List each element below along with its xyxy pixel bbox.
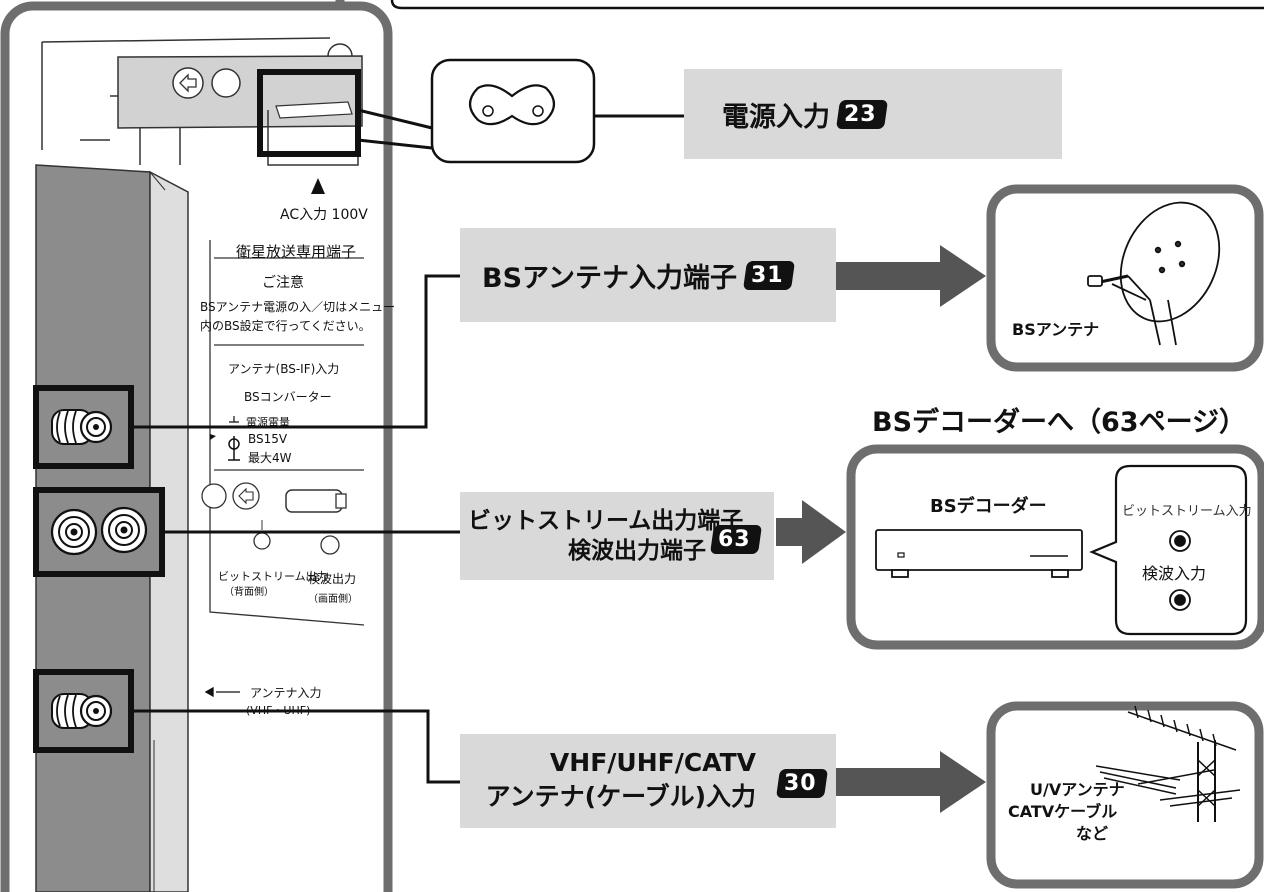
detect-out-label: 検波出力: [308, 572, 357, 586]
bitstream-side-label: （背面側）: [224, 587, 274, 598]
page-badge: 23: [835, 99, 888, 129]
connector-lines: [131, 108, 684, 784]
bitstream-input-label: ビットストリーム入力: [1122, 504, 1252, 519]
caution-title: ご注意: [262, 275, 304, 291]
decoder-heading: BSデコーダーへ（63ページ）: [872, 407, 1247, 438]
detect-input-label: 検波入力: [1142, 564, 1207, 583]
sat-terminal-title: 衛星放送専用端子: [236, 243, 357, 261]
page-badge: 30: [775, 769, 828, 798]
uv-antenna-line1: U/Vアンテナ: [1030, 780, 1125, 799]
power-supply-label: 電源電量: [246, 416, 290, 429]
arrows: [776, 245, 986, 813]
uv-antenna-icon: [1095, 705, 1241, 822]
bitstream-label-box: ビットストリーム出力端子 検波出力端子 63: [460, 492, 774, 580]
bs-converter-label: BSコンバーター: [244, 390, 332, 404]
bs-antenna-device-label: BSアンテナ: [1012, 320, 1100, 339]
bs-decoder-device-label: BSデコーダー: [930, 496, 1047, 517]
power-plug: [430, 58, 596, 164]
caution-line-1: BSアンテナ電源の入／切はメニュー: [200, 300, 396, 314]
detect-side-label: （画面側）: [308, 594, 358, 605]
max4w-label: 最大4W: [248, 451, 292, 465]
page-badge: 63: [709, 525, 762, 554]
ac-input-label: AC入力 100V: [280, 207, 368, 223]
vhf-uhf-catv-text: VHF/UHF/CATV: [549, 748, 756, 777]
power-input-text: 電源入力: [722, 101, 830, 133]
bs-antenna-input-text: BSアンテナ入力端子: [482, 262, 737, 294]
antenna-bs-if-label: アンテナ(BS-IF)入力: [228, 362, 340, 376]
caution-line-2: 内のBS設定で行ってください。: [200, 319, 371, 333]
antenna-cable-input-text: アンテナ(ケーブル)入力: [485, 782, 756, 811]
uv-antenna-line2: CATVケーブル: [1008, 802, 1118, 821]
vhf-input-label-box: VHF/UHF/CATV アンテナ(ケーブル)入力 30: [460, 734, 836, 828]
detect-output-text: 検波出力端子: [568, 538, 706, 564]
power-input-label-box: 電源入力 23: [684, 69, 1062, 159]
bitstream-output-text: ビットストリーム出力端子: [468, 508, 744, 534]
bs-dish-icon: [1087, 201, 1221, 346]
antenna-input-label: アンテナ入力: [250, 686, 322, 700]
uv-antenna-line3: など: [1076, 824, 1109, 843]
bitstream-out-label: ビットストリーム出力: [218, 570, 328, 583]
ac-inlet-highlight: [257, 69, 361, 157]
bs-antenna-input-label-box: BSアンテナ入力端子 31: [460, 228, 836, 322]
decoder-device-icon: [875, 464, 1248, 636]
page-badge: 31: [742, 260, 795, 290]
bs15v-label: BS15V: [248, 432, 288, 446]
uv-antenna-box: [986, 701, 1264, 889]
vhf-uhf-label: (VHF・UHF): [246, 704, 311, 717]
